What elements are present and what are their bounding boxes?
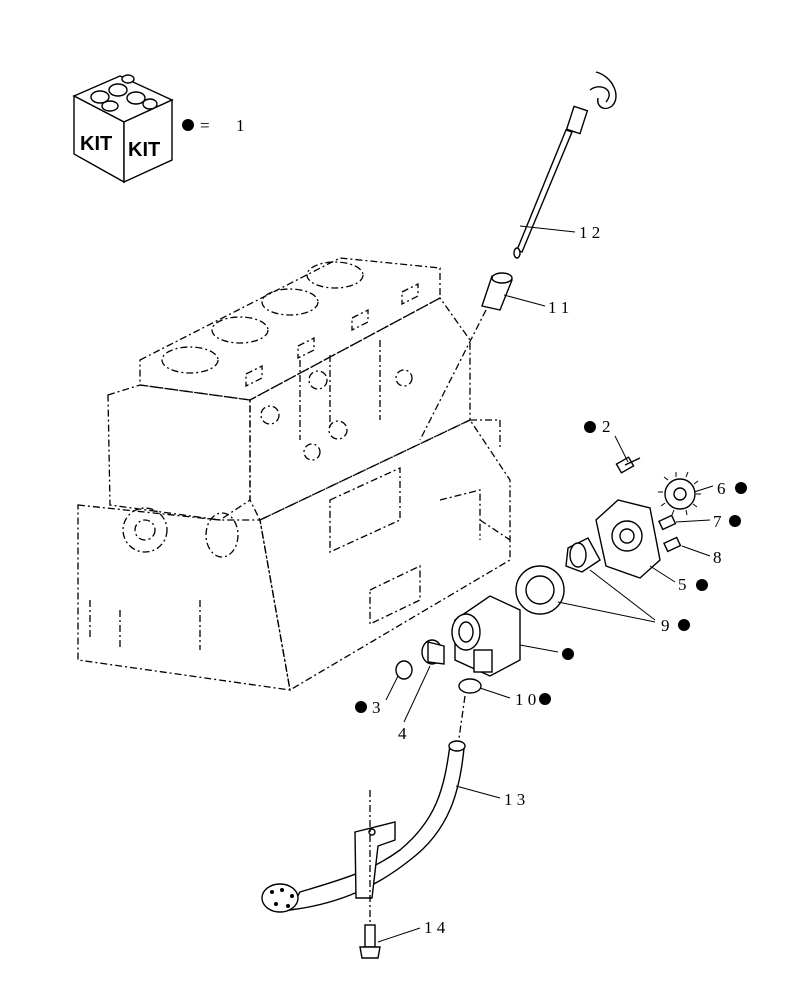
callout-14-label: 1 4 <box>424 918 446 937</box>
dipstick-part <box>513 71 617 259</box>
pump-body-part <box>451 595 521 677</box>
kit-box-icon: KIT KIT <box>72 74 174 184</box>
bolt-2-part <box>615 456 641 474</box>
bolt-14-part <box>359 924 381 959</box>
drive-gear-6-part <box>658 471 701 516</box>
callout-5-label: 5 <box>678 575 687 594</box>
kit-dot-icon <box>584 421 596 433</box>
callout-4-label: 4 <box>398 724 407 743</box>
kit-dot-icon <box>562 648 574 660</box>
o-ring-10-part <box>458 678 482 694</box>
bolts-7-8-part <box>658 514 682 553</box>
callout-10-label: 1 0 <box>515 690 536 709</box>
kit-legend-equals: = <box>200 116 210 135</box>
kit-dot-icon <box>729 515 741 527</box>
kit-label-left: KIT <box>80 133 112 155</box>
callout-12-label: 1 2 <box>579 223 600 242</box>
kit-dot-icon <box>696 579 708 591</box>
callout-3-label: 3 <box>372 698 381 717</box>
kit-dot-icon <box>678 619 690 631</box>
suction-pipe-13-part <box>261 740 466 913</box>
rotor-set-9-part <box>515 537 601 615</box>
dipstick-tube-part <box>419 272 513 441</box>
sleeve-4-part <box>421 639 445 665</box>
callout-11-label: 1 1 <box>548 298 569 317</box>
callout-9-label: 9 <box>661 616 670 635</box>
kit-dot-icon <box>355 701 367 713</box>
kit-label-right: KIT <box>128 139 160 161</box>
engine-block-outline <box>77 257 511 692</box>
kit-legend-value: 1 <box>236 116 245 135</box>
callout-8-label: 8 <box>713 548 722 567</box>
leader-lines <box>377 225 714 943</box>
callout-7-label: 7 <box>713 512 722 531</box>
callout-6-label: 6 <box>717 479 726 498</box>
callout-13-label: 1 3 <box>504 790 525 809</box>
kit-dot-icon <box>735 482 747 494</box>
kit-legend-dot-icon <box>182 119 194 131</box>
pump-cover-5-part <box>595 499 661 579</box>
kit-dot-icon <box>539 693 551 705</box>
callout-2-label: 2 <box>602 417 611 436</box>
o-ring-3-part <box>395 660 413 680</box>
